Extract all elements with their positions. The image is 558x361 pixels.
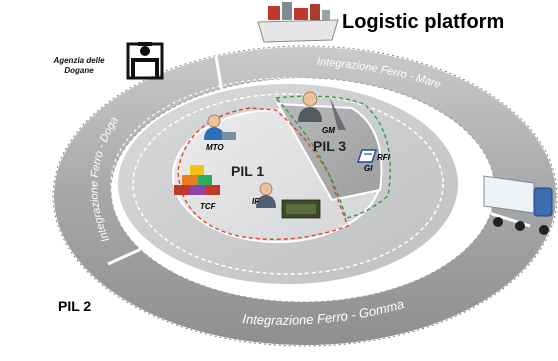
pil3-boundary <box>274 95 391 219</box>
truck-icon <box>483 175 553 235</box>
mto-person-icon <box>204 114 236 140</box>
role-label-gm: GM <box>322 126 335 135</box>
pil1-boundary <box>177 107 349 241</box>
role-label-mto: MTO <box>206 143 224 152</box>
customs-agent-label-line2: Dogane <box>64 66 94 75</box>
pil1-label: PIL 1 <box>231 163 265 179</box>
role-label-if: IF <box>252 197 260 206</box>
pil2-label: PIL 2 <box>58 298 92 314</box>
customs-agent-label: Agenzia delle Dogane <box>34 56 124 76</box>
pil3-slice <box>276 102 383 202</box>
role-label-gi: GI <box>364 164 373 173</box>
customs-agent-label-line1: Agenzia delle <box>53 56 105 65</box>
customs-officer-icon <box>126 42 164 80</box>
role-label-tcf: TCF <box>200 202 217 211</box>
pil2-boundary <box>110 77 466 291</box>
ship-icon <box>257 2 339 43</box>
rfi-logo-icon <box>356 149 378 163</box>
tcf-containers-icon <box>174 165 220 195</box>
page-title: Logistic platform <box>342 11 505 33</box>
role-label-rfi: RFI <box>377 153 391 162</box>
gm-person-icon <box>298 91 346 130</box>
if-person-icon <box>256 182 321 219</box>
pil3-label: PIL 3 <box>313 138 347 154</box>
